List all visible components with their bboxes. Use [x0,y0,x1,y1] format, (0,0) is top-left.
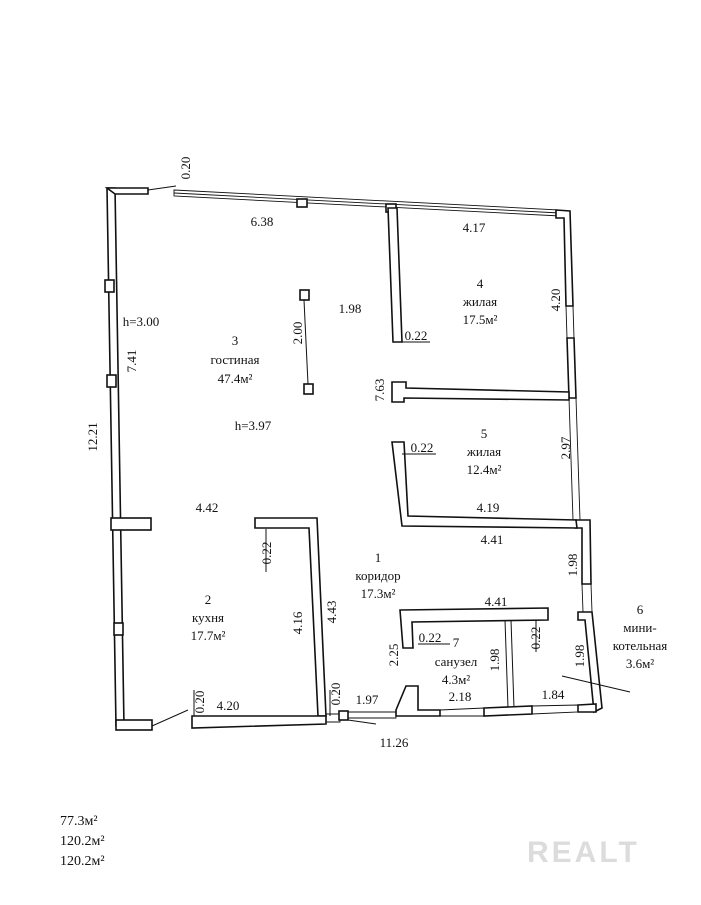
room-5-area: 12.4м² [467,462,502,477]
room-4-name: жилая [462,294,497,309]
dim-bottom-11-26: 11.26 [380,735,409,750]
dim-column: 2.00 [290,322,305,345]
dim-boiler-1-98: 1.98 [572,645,587,668]
room-6-name-line2: котельная [613,638,668,653]
dim-2-25: 2.25 [386,644,401,667]
left-wall-bump [110,517,152,531]
room-3-area: 47.4м² [218,371,253,386]
dim-bottom-left-wall: 0.20 [192,691,207,714]
living-column-line [303,299,309,385]
dim-bottom-1-97: 1.97 [356,692,379,707]
dim-bottom-1-84: 1.84 [542,687,565,702]
room-2-number: 2 [205,592,212,607]
dim-bath-1-98: 1.98 [487,649,502,672]
total-area: 120.2м² [60,834,105,849]
room-6-number: 6 [637,602,644,617]
dim-top-left: 6.38 [251,214,274,229]
dim-bottom-4-20: 4.20 [217,698,240,713]
dim-left-12-21: 12.21 [85,422,100,451]
area-totals: 77.3м² 120.2м² 120.2м² [60,812,105,872]
dim-center: 1.98 [339,301,362,316]
bathroom-top-wall [399,607,549,649]
left-outer-wall [106,187,125,727]
room-4-number: 4 [477,276,484,291]
right-window-wall-1 [565,305,575,339]
dim-4-41-upper: 4.41 [481,532,504,547]
room-1-number: 1 [375,550,382,565]
dim-top-right: 4.17 [463,220,486,235]
dim-kitchen-wall: 0.22 [259,542,274,565]
dim-4-42: 4.42 [196,500,219,515]
dim-top-wall-gap: 0.20 [178,157,193,180]
top-wall-column [296,198,308,208]
entry-column [338,710,349,721]
dim-4-19: 4.19 [477,500,500,515]
dim-room5-right: 2.97 [558,436,573,459]
room-7-area: 4.3м² [442,672,470,687]
bathroom-partition-line-1 [504,619,509,709]
room-6-name-line1: мини- [623,620,656,635]
dim-bottom-2-18: 2.18 [449,689,472,704]
left-wall-column-2 [106,374,117,388]
leader-boiler [561,675,631,693]
boiler-door [531,704,579,715]
bathroom-lower-left-wall [395,685,441,717]
watermark-logo: REALT [527,836,640,869]
dim-7-63: 7.63 [372,379,387,402]
room-7-name: санузел [435,654,478,669]
dim-right-1-98: 1.98 [565,554,580,577]
dim-4-16: 4.16 [290,611,305,634]
bottom-left-corner-wall [115,719,153,731]
dim-bottom-mid-wall: 0.20 [328,683,343,706]
dim-left-height: h=3.00 [123,314,160,329]
room-3-name: гостиная [211,352,260,367]
entry-door-gap [325,713,341,723]
room-5-number: 5 [481,426,488,441]
room-2-name: кухня [192,610,224,625]
total-area-2: 120.2м² [60,854,105,869]
leader-bottom-left [151,709,189,727]
room-2-area: 17.7м² [191,628,226,643]
total-living-area: 77.3м² [60,814,98,829]
room5-wall [391,441,578,529]
room-3-number: 3 [232,333,239,348]
living-column-bottom [303,383,314,395]
dim-h-3-97: h=3.97 [235,418,272,433]
bathroom-bottom-wall [483,705,533,717]
right-door-gap [581,583,593,613]
room-5-name: жилая [466,444,501,459]
leader-top [147,185,177,191]
room-1-area: 17.3м² [361,586,396,601]
dim-left-7-41: 7.41 [124,350,139,373]
room-1-name: коридор [355,568,400,583]
dim-bath-wall: 0.22 [419,630,442,645]
room-6-area: 3.6м² [626,656,654,671]
dim-room4-right: 4.20 [548,289,563,312]
bathroom-door-1 [439,707,485,717]
dim-room4-wall: 0.22 [405,328,428,343]
dim-4-41-lower: 4.41 [485,594,508,609]
room4-left-partition [387,207,403,343]
dim-4-43: 4.43 [324,601,339,624]
boiler-bottom-wall [577,703,597,713]
top-window-line [173,192,561,214]
leader-bottom-1-97 [347,719,377,725]
left-wall-column-3 [113,622,124,636]
bathroom-partition-line-2 [510,619,515,709]
top-outer-wall-left [104,187,149,195]
right-wall-2 [566,337,577,399]
left-wall-column-1 [104,279,115,293]
bottom-wall-window [347,711,397,719]
kitchen-bottom-wall [191,715,327,729]
living-column-top [299,289,310,301]
room4-bottom-wall [391,381,570,403]
room-7-number: 7 [453,635,460,650]
dim-room5-wall: 0.22 [411,440,434,455]
dim-bath-right-wall: 0.22 [528,627,543,650]
room-4-area: 17.5м² [463,312,498,327]
